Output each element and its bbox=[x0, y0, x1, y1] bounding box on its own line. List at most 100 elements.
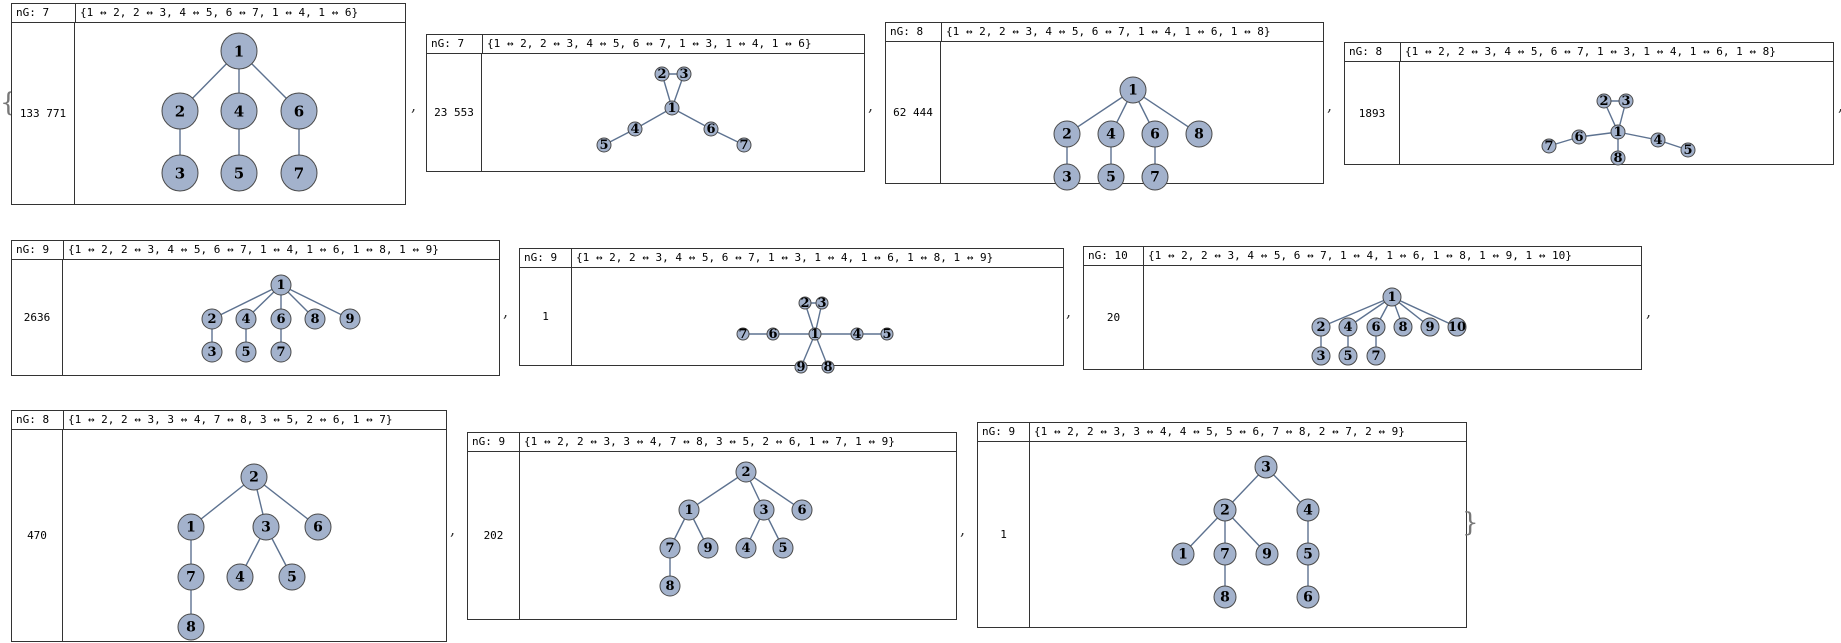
graph-count: 2636 bbox=[12, 260, 63, 375]
graph-node bbox=[821, 360, 835, 374]
graph-node bbox=[270, 341, 292, 363]
graph-node bbox=[1366, 317, 1386, 337]
graph-panel: nG: 9 {1 ↔ 2, 2 ↔ 3, 3 ↔ 4, 7 ↔ 8, 3 ↔ 5,… bbox=[467, 432, 957, 620]
graph-node bbox=[1650, 132, 1666, 148]
graph-panel: nG: 8{1 ↔ 2, 2 ↔ 3, 3 ↔ 4, 7 ↔ 8, 3 ↔ 5,… bbox=[11, 410, 447, 642]
graph-node bbox=[161, 154, 199, 192]
node-label: 3 bbox=[1261, 460, 1271, 476]
graph-node bbox=[703, 121, 719, 137]
edge-list: {1 ↔ 2, 2 ↔ 3, 3 ↔ 4, 4 ↔ 5, 5 ↔ 6, 7 ↔ … bbox=[1034, 425, 1405, 438]
close-brace: } bbox=[1462, 508, 1479, 538]
graph-node bbox=[880, 327, 894, 341]
graph-count: 20 bbox=[1084, 266, 1144, 369]
graph-node bbox=[735, 461, 757, 483]
node-label: 5 bbox=[1106, 170, 1116, 186]
node-label: 2 bbox=[1062, 127, 1072, 143]
separator-comma: , bbox=[1838, 96, 1841, 115]
graph-node bbox=[1213, 542, 1237, 566]
node-label: 5 bbox=[1683, 143, 1692, 158]
node-label: 5 bbox=[882, 327, 891, 342]
graph-node bbox=[235, 308, 257, 330]
edge-list: {1 ↔ 2, 2 ↔ 3, 4 ↔ 5, 6 ↔ 7, 1 ↔ 3, 1 ↔ … bbox=[487, 37, 812, 50]
edge-list: {1 ↔ 2, 2 ↔ 3, 3 ↔ 4, 7 ↔ 8, 3 ↔ 5, 2 ↔ … bbox=[524, 435, 895, 448]
node-label: 4 bbox=[1343, 320, 1352, 335]
node-label: 7 bbox=[1220, 547, 1230, 563]
graph-node bbox=[1338, 317, 1358, 337]
graph-node bbox=[1053, 163, 1081, 191]
panel-header: nG: 9{1 ↔ 2, 2 ↔ 3, 4 ↔ 5, 6 ↔ 7, 1 ↔ 4,… bbox=[12, 241, 499, 260]
node-count-label: nG: 9 bbox=[468, 433, 520, 451]
node-label: 4 bbox=[1303, 503, 1313, 519]
node-label: 5 bbox=[287, 570, 297, 586]
node-label: 1 bbox=[1128, 83, 1138, 99]
node-label: 1 bbox=[1178, 547, 1188, 563]
node-count-label: nG: 9 bbox=[978, 423, 1030, 441]
node-label: 8 bbox=[1220, 590, 1230, 606]
node-label: 6 bbox=[797, 503, 806, 518]
graph-node bbox=[1366, 346, 1386, 366]
graph-node bbox=[676, 66, 692, 82]
graph-node bbox=[252, 513, 280, 541]
node-label: 2 bbox=[1316, 320, 1325, 335]
node-label: 6 bbox=[276, 312, 285, 327]
graph-node bbox=[1382, 287, 1402, 307]
graph-node bbox=[1171, 542, 1195, 566]
node-label: 4 bbox=[741, 541, 750, 556]
graph-node bbox=[736, 137, 752, 153]
graph-node bbox=[220, 154, 258, 192]
graph-count: 1 bbox=[520, 268, 572, 365]
node-label: 2 bbox=[1599, 94, 1608, 109]
graph-node bbox=[1053, 120, 1081, 148]
node-label: 2 bbox=[741, 465, 750, 480]
graph-node bbox=[177, 613, 205, 641]
node-label: 1 bbox=[234, 43, 244, 61]
separator-comma: , bbox=[868, 96, 874, 115]
node-label: 4 bbox=[241, 312, 250, 327]
node-label: 8 bbox=[186, 620, 196, 636]
node-label: 1 bbox=[684, 503, 693, 518]
node-label: 7 bbox=[1150, 170, 1160, 186]
graph-panel: nG: 7{1 ↔ 2, 2 ↔ 3, 4 ↔ 5, 6 ↔ 7, 1 ↔ 4,… bbox=[11, 3, 406, 205]
node-label: 1 bbox=[1613, 125, 1622, 140]
node-count-label: nG: 9 bbox=[520, 249, 572, 267]
graph-node bbox=[1610, 150, 1626, 166]
node-label: 2 bbox=[1220, 503, 1230, 519]
graph-node bbox=[1571, 129, 1587, 145]
graph-node bbox=[1541, 138, 1557, 154]
graph-node bbox=[235, 341, 257, 363]
graph-node bbox=[220, 32, 258, 70]
graph-edge bbox=[1391, 296, 1458, 328]
panel-header: nG: 10{1 ↔ 2, 2 ↔ 3, 4 ↔ 5, 6 ↔ 7, 1 ↔ 4… bbox=[1084, 247, 1641, 266]
node-label: 5 bbox=[778, 541, 787, 556]
node-label: 8 bbox=[823, 360, 832, 375]
node-label: 3 bbox=[1062, 170, 1072, 186]
graph-panel: nG: 9 {1 ↔ 2, 2 ↔ 3, 4 ↔ 5, 6 ↔ 7, 1 ↔ 3,… bbox=[519, 248, 1064, 375]
node-label: 9 bbox=[796, 360, 805, 375]
graph-node bbox=[1296, 542, 1320, 566]
node-label: 8 bbox=[1398, 320, 1407, 335]
graph-node bbox=[659, 575, 681, 597]
node-label: 7 bbox=[738, 327, 747, 342]
separator-comma: , bbox=[960, 520, 966, 539]
graph-node bbox=[1119, 76, 1147, 104]
node-label: 7 bbox=[186, 570, 196, 586]
graph-node bbox=[304, 513, 332, 541]
node-label: 9 bbox=[345, 312, 354, 327]
edge-list: {1 ↔ 2, 2 ↔ 3, 4 ↔ 5, 6 ↔ 7, 1 ↔ 3, 1 ↔ … bbox=[1405, 45, 1776, 58]
panel-header: nG: 7{1 ↔ 2, 2 ↔ 3, 4 ↔ 5, 6 ↔ 7, 1 ↔ 3,… bbox=[427, 35, 864, 54]
node-label: 6 bbox=[313, 520, 323, 536]
graph-node bbox=[627, 121, 643, 137]
graph-node bbox=[1596, 93, 1612, 109]
edge-list: {1 ↔ 2, 2 ↔ 3, 4 ↔ 5, 6 ↔ 7, 1 ↔ 3, 1 ↔ … bbox=[576, 251, 994, 264]
graph-node bbox=[850, 327, 864, 341]
graph-edge bbox=[1320, 296, 1393, 328]
node-label: 8 bbox=[310, 312, 319, 327]
